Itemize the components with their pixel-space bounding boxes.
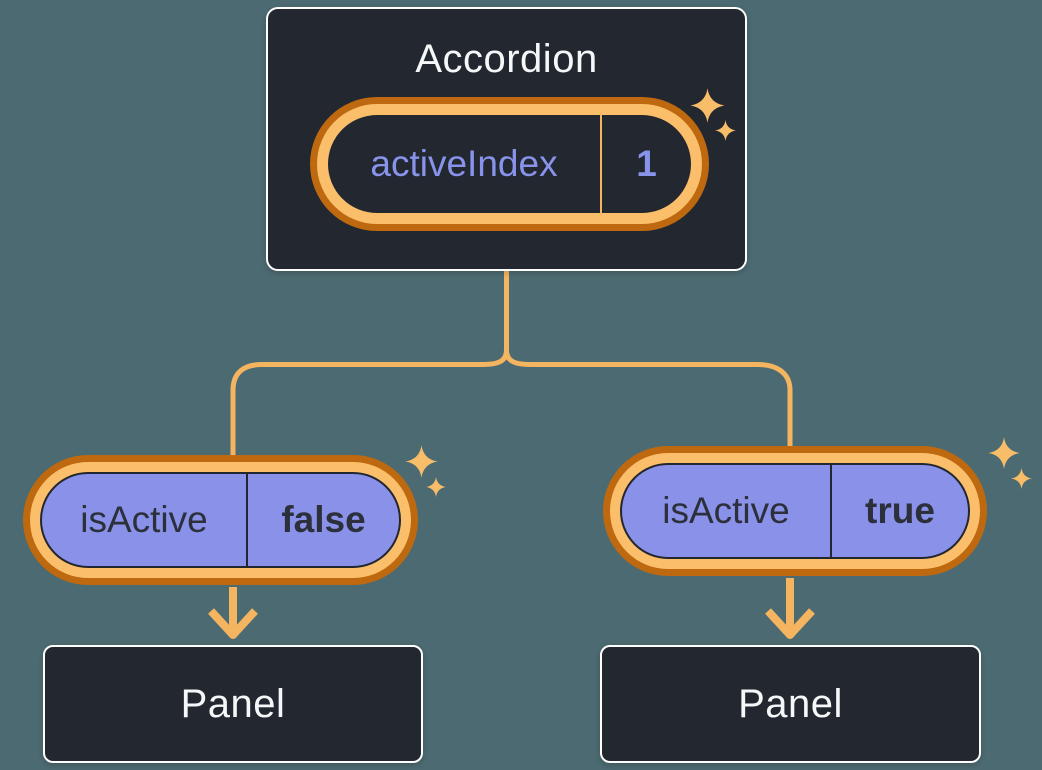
panel-box-left: Panel bbox=[43, 645, 423, 763]
state-pill-body: activeIndex 1 bbox=[328, 115, 691, 213]
sparkle-small-icon bbox=[715, 120, 736, 141]
sparkle-small-icon bbox=[1011, 468, 1032, 489]
state-name: activeIndex bbox=[370, 143, 558, 184]
accordion-title: Accordion bbox=[415, 37, 598, 81]
arrow-down-icon bbox=[765, 578, 815, 639]
state-pill-ring: activeIndex 1 bbox=[317, 104, 702, 224]
connector-accordion-to-left-pill bbox=[230, 269, 509, 459]
prop-pill-body: isActive false bbox=[40, 472, 401, 568]
panel-label: Panel bbox=[738, 681, 843, 726]
prop-name: isActive bbox=[662, 490, 790, 531]
prop-name: isActive bbox=[80, 499, 208, 540]
state-pill: activeIndex 1 bbox=[310, 97, 709, 231]
prop-value: true bbox=[865, 490, 935, 531]
arrow-down-icon bbox=[208, 587, 258, 639]
prop-pill-left: isActive false bbox=[23, 455, 418, 585]
prop-pill-right: isActive true bbox=[603, 446, 987, 576]
prop-value: false bbox=[281, 499, 366, 540]
sparkle-large-icon bbox=[988, 437, 1020, 469]
state-value: 1 bbox=[636, 143, 657, 184]
prop-pill-body: isActive true bbox=[620, 463, 970, 559]
pill-divider bbox=[830, 465, 832, 557]
pill-divider bbox=[246, 474, 248, 566]
connector-accordion-to-right-pill bbox=[504, 269, 793, 450]
sparkle-large-icon bbox=[690, 88, 725, 123]
pill-divider bbox=[600, 115, 602, 213]
sparkle-small-icon bbox=[426, 477, 446, 497]
sparkle-large-icon bbox=[405, 445, 438, 478]
panel-box-right: Panel bbox=[600, 645, 981, 763]
panel-label: Panel bbox=[180, 681, 286, 726]
